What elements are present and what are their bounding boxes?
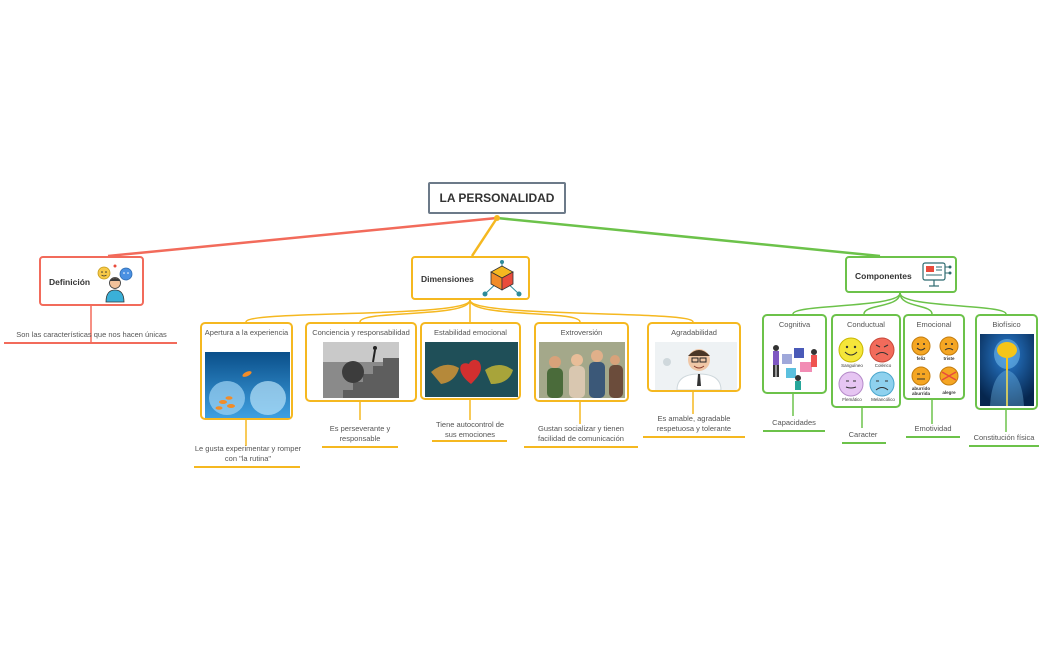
dimension-note-underline <box>524 446 638 448</box>
component-title: Biofísico <box>992 320 1021 329</box>
dashboard-monitor-icon <box>922 262 952 287</box>
component-note: Caracter <box>848 430 878 439</box>
face-label: aburrido aburrida <box>911 386 931 396</box>
component-note-underline <box>969 445 1039 447</box>
definicion-underline <box>4 342 177 344</box>
dimension-note-underline <box>194 466 300 468</box>
component-note-underline <box>842 442 886 444</box>
component-note: Capacidades <box>772 418 816 427</box>
cube-network-icon <box>482 260 522 297</box>
dimension-note: Tiene autocontrol de sus emociones <box>435 420 505 439</box>
dimension-card-estabilidad[interactable]: Estabilidad emocional <box>420 322 521 400</box>
human-body-brain-illustration <box>980 334 1034 406</box>
dimension-title: Agradabilidad <box>671 328 717 337</box>
person-thinking-icon <box>97 264 133 303</box>
heart-puzzle-pieces-photo <box>425 342 518 397</box>
component-title: Cognitiva <box>778 320 811 329</box>
face-label: feliz <box>916 356 926 361</box>
dimension-note-underline <box>432 440 507 442</box>
root-topic[interactable]: LA PERSONALIDAD <box>428 182 566 214</box>
component-card-conductual[interactable]: Conductual Sanguíneo Colérico Flemático … <box>831 314 901 408</box>
temperament-faces-illustration <box>838 337 895 397</box>
dimension-note: Es perseverante y responsable <box>329 424 391 443</box>
definicion-label: Definición <box>49 277 91 287</box>
face-label: Colérico <box>874 363 892 368</box>
face-label: Flemático <box>842 397 862 402</box>
dimension-title: Estabilidad emocional <box>434 328 507 337</box>
face-label: triste <box>943 356 955 361</box>
dimension-note: Le gusta experimentar y romper con "la r… <box>194 444 302 463</box>
dimensiones-label: Dimensiones <box>421 274 474 284</box>
component-note: Constitución física <box>973 433 1035 442</box>
man-pushing-boulder-stairs-photo <box>323 342 399 398</box>
emotion-faces-illustration <box>911 336 959 386</box>
friends-talking-photo <box>539 342 625 398</box>
dimension-card-apertura[interactable]: Apertura a la experiencia <box>200 322 293 420</box>
dimension-card-agradabilidad[interactable]: Agradabilidad <box>647 322 741 392</box>
face-label: Melancólico <box>871 397 895 402</box>
dimension-card-extroversion[interactable]: Extroversión <box>534 322 629 402</box>
smiling-businessman-photo <box>655 342 737 390</box>
dimensiones-topic[interactable]: Dimensiones <box>411 256 530 300</box>
component-card-biofisico[interactable]: Biofísico <box>975 314 1038 410</box>
component-note-underline <box>906 436 960 438</box>
dimension-title: Extroversión <box>560 328 603 337</box>
componentes-topic[interactable]: Componentes <box>845 256 957 293</box>
definicion-topic[interactable]: Definición <box>39 256 144 306</box>
componentes-label: Componentes <box>855 271 912 281</box>
dimension-note: Gustan socializar y tienen facilidad de … <box>538 424 624 443</box>
component-note-underline <box>763 430 825 432</box>
dimension-title: Conciencia y responsabilidad <box>312 328 410 337</box>
dimension-note-underline <box>643 436 745 438</box>
dimension-note: Es amable, agradable respetuosa y tolera… <box>656 414 732 433</box>
component-title: Emocional <box>916 320 952 329</box>
dimension-card-conciencia[interactable]: Conciencia y responsabilidad <box>305 322 417 402</box>
people-puzzle-illustration <box>773 345 817 390</box>
component-card-cognitiva[interactable]: Cognitiva <box>762 314 827 394</box>
component-card-emocional[interactable]: Emocional feliz triste aburrido aburrida… <box>903 314 965 400</box>
component-note: Emotividad <box>914 424 952 433</box>
definicion-note: Son las características que nos hacen ún… <box>16 330 167 339</box>
dimension-title: Apertura a la experiencia <box>204 328 289 337</box>
component-title: Conductual <box>847 320 885 329</box>
goldfish-jumping-bowl-photo <box>205 352 290 418</box>
dimension-note-underline <box>322 446 398 448</box>
face-label: alegre <box>942 390 956 395</box>
face-label: Sanguíneo <box>841 363 863 368</box>
